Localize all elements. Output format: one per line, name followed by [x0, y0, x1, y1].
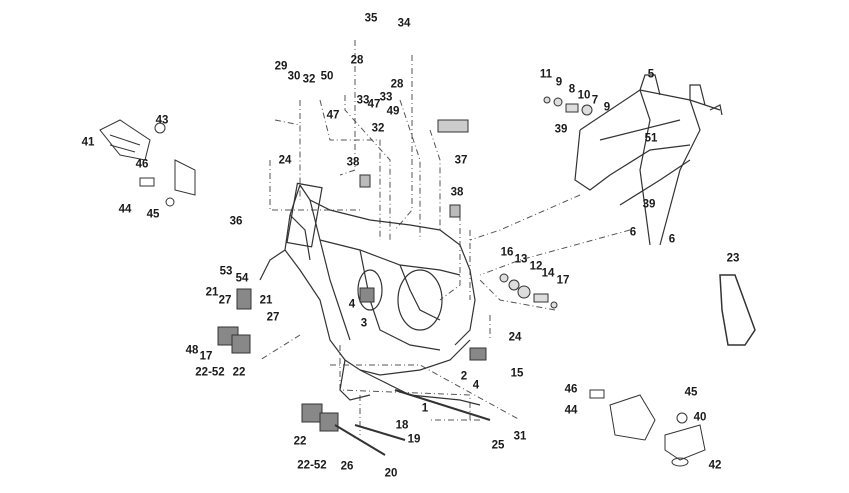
callout-39: 39 [554, 123, 568, 136]
callout-20: 20 [384, 467, 398, 480]
callout-7: 7 [591, 94, 599, 107]
callout-22-52: 22-52 [195, 366, 225, 379]
callout-24: 24 [278, 154, 292, 167]
callout-41: 41 [81, 136, 95, 149]
callout-4: 4 [348, 298, 356, 311]
callout-42: 42 [708, 459, 722, 472]
callout-4: 4 [472, 379, 480, 392]
callout-1: 1 [421, 402, 429, 415]
callout-28: 28 [390, 78, 404, 91]
callout-33: 33 [356, 94, 370, 107]
callout-28: 28 [350, 54, 364, 67]
callout-10: 10 [577, 89, 591, 102]
callout-6: 6 [668, 233, 676, 246]
callout-33: 33 [379, 91, 393, 104]
callout-17: 17 [199, 350, 213, 363]
callout-22: 22 [293, 435, 307, 448]
subframe [574, 74, 723, 246]
brackets [217, 287, 487, 432]
callout-44: 44 [564, 404, 578, 417]
callout-27: 27 [218, 294, 232, 307]
callout-39: 39 [642, 198, 656, 211]
callout-21: 21 [259, 294, 273, 307]
callout-30: 30 [287, 70, 301, 83]
callout-36: 36 [229, 215, 243, 228]
callout-12: 12 [529, 260, 543, 273]
callout-19: 19 [407, 433, 421, 446]
callout-27: 27 [266, 311, 280, 324]
callout-46: 46 [564, 383, 578, 396]
callout-50: 50 [320, 70, 334, 83]
callout-45: 45 [146, 208, 160, 221]
footpeg-assembly-right [589, 389, 706, 467]
callout-32: 32 [371, 122, 385, 135]
callout-15: 15 [510, 367, 524, 380]
callout-49: 49 [386, 105, 400, 118]
callout-17: 17 [556, 274, 570, 287]
callout-8: 8 [568, 83, 576, 96]
callout-22-52: 22-52 [297, 459, 327, 472]
callout-24: 24 [508, 331, 522, 344]
callout-25: 25 [491, 439, 505, 452]
footpeg-assembly-left [99, 119, 196, 207]
callout-18: 18 [395, 419, 409, 432]
callout-34: 34 [397, 17, 411, 30]
side-stand [719, 274, 756, 346]
callout-6: 6 [629, 226, 637, 239]
callout-53: 53 [219, 265, 233, 278]
main-frame [259, 182, 481, 406]
callout-51: 51 [644, 132, 658, 145]
callout-2: 2 [460, 370, 468, 383]
callout-54: 54 [235, 272, 249, 285]
callout-9: 9 [603, 101, 611, 114]
callout-21: 21 [205, 286, 219, 299]
callout-38: 38 [450, 186, 464, 199]
callout-3: 3 [360, 317, 368, 330]
callout-45: 45 [684, 386, 698, 399]
callout-32: 32 [302, 73, 316, 86]
dashed-leaders [259, 40, 631, 435]
callout-43: 43 [155, 114, 169, 127]
callout-44: 44 [118, 203, 132, 216]
callout-40: 40 [693, 411, 707, 424]
callout-13: 13 [514, 253, 528, 266]
callout-26: 26 [340, 460, 354, 473]
callout-47: 47 [326, 109, 340, 122]
callout-5: 5 [647, 68, 655, 81]
callout-23: 23 [726, 252, 740, 265]
callout-47: 47 [367, 98, 381, 111]
callout-35: 35 [364, 12, 378, 25]
rods [334, 389, 491, 456]
callout-48: 48 [185, 344, 199, 357]
callout-38: 38 [346, 156, 360, 169]
spacers-bolts [359, 96, 593, 309]
callout-22: 22 [232, 366, 246, 379]
callout-9: 9 [555, 76, 563, 89]
callout-37: 37 [454, 154, 468, 167]
callout-46: 46 [135, 158, 149, 171]
callout-31: 31 [513, 430, 527, 443]
callout-14: 14 [541, 267, 555, 280]
callout-29: 29 [274, 60, 288, 73]
callout-11: 11 [539, 68, 553, 81]
callout-16: 16 [500, 246, 514, 259]
